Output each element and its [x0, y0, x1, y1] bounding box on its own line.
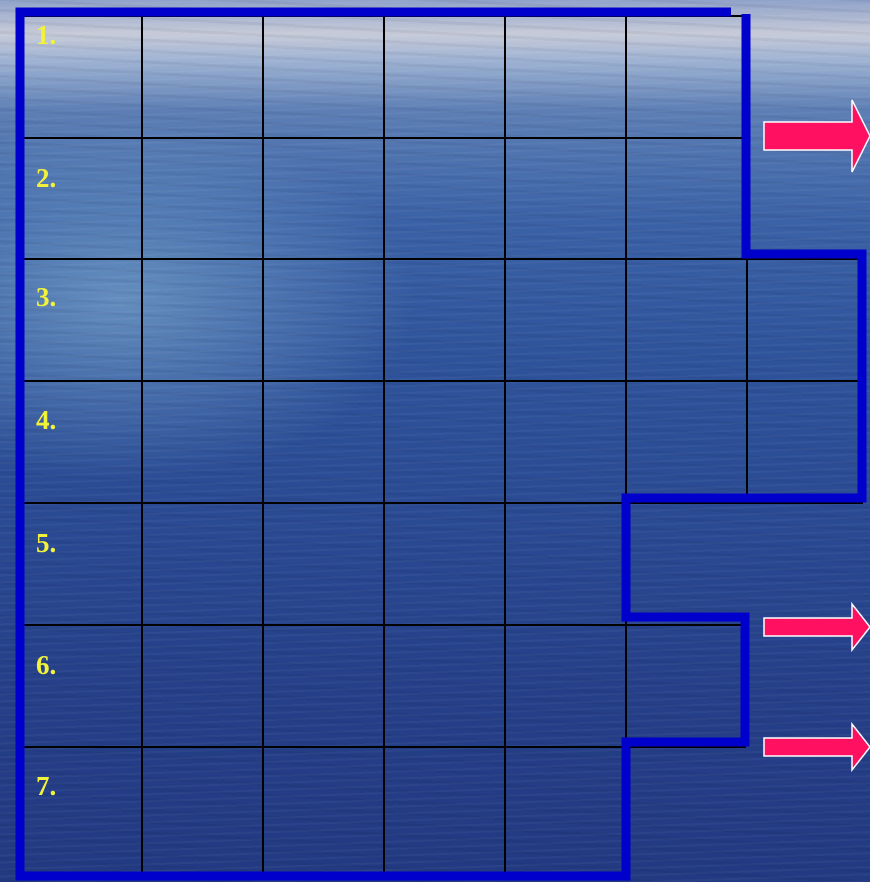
cell-1-6[interactable] — [626, 16, 746, 138]
cell-6-1[interactable] — [20, 625, 142, 747]
cell-6-2[interactable] — [142, 625, 263, 747]
cell-1-4[interactable] — [384, 16, 505, 138]
cell-2-6[interactable] — [626, 138, 746, 259]
cell-2-3[interactable] — [263, 138, 384, 259]
cell-7-1[interactable] — [20, 747, 142, 873]
cell-2-1[interactable] — [20, 138, 142, 259]
row-number-4: 4. — [36, 407, 56, 434]
row-5 — [20, 503, 626, 625]
cell-2-5[interactable] — [505, 138, 626, 259]
cell-4-4[interactable] — [384, 381, 505, 503]
cell-3-2[interactable] — [142, 259, 263, 381]
row-number-5: 5. — [36, 530, 56, 557]
row-number-7: 7. — [36, 773, 56, 800]
cell-7-5[interactable] — [505, 747, 626, 873]
row-2 — [20, 138, 746, 259]
cell-3-1[interactable] — [20, 259, 142, 381]
cell-3-6[interactable] — [626, 259, 747, 381]
cell-7-3[interactable] — [263, 747, 384, 873]
row-number-3: 3. — [36, 284, 56, 311]
row-number-1: 1. — [36, 22, 56, 49]
arrow-right-icon — [764, 604, 870, 650]
cell-1-5[interactable] — [505, 16, 626, 138]
cell-3-5[interactable] — [505, 259, 626, 381]
cell-5-1[interactable] — [20, 503, 142, 625]
cell-4-5[interactable] — [505, 381, 626, 503]
cell-2-4[interactable] — [384, 138, 505, 259]
row-3 — [20, 259, 862, 381]
cell-4-3[interactable] — [263, 381, 384, 503]
row-7 — [20, 747, 626, 873]
row-1 — [20, 16, 746, 138]
cell-1-2[interactable] — [142, 16, 263, 138]
row-4 — [20, 381, 862, 503]
cell-7-4[interactable] — [384, 747, 505, 873]
row-number-2: 2. — [36, 165, 56, 192]
cell-6-3[interactable] — [263, 625, 384, 747]
cell-1-3[interactable] — [263, 16, 384, 138]
cell-3-4[interactable] — [384, 259, 505, 381]
cell-4-7[interactable] — [747, 381, 862, 503]
cell-5-5[interactable] — [505, 503, 626, 625]
arrow-right-icon — [764, 100, 870, 172]
arrow-right-icon — [764, 724, 870, 770]
cell-6-5[interactable] — [505, 625, 626, 747]
cell-2-2[interactable] — [142, 138, 263, 259]
cell-5-2[interactable] — [142, 503, 263, 625]
cell-6-4[interactable] — [384, 625, 505, 747]
cell-5-3[interactable] — [263, 503, 384, 625]
row-number-6: 6. — [36, 652, 56, 679]
cell-3-3[interactable] — [263, 259, 384, 381]
cell-4-6[interactable] — [626, 381, 747, 503]
row-6 — [20, 625, 745, 747]
cell-7-2[interactable] — [142, 747, 263, 873]
cell-6-6[interactable] — [626, 625, 745, 747]
cell-5-4[interactable] — [384, 503, 505, 625]
cell-4-2[interactable] — [142, 381, 263, 503]
cell-4-1[interactable] — [20, 381, 142, 503]
cell-3-7[interactable] — [747, 259, 862, 381]
